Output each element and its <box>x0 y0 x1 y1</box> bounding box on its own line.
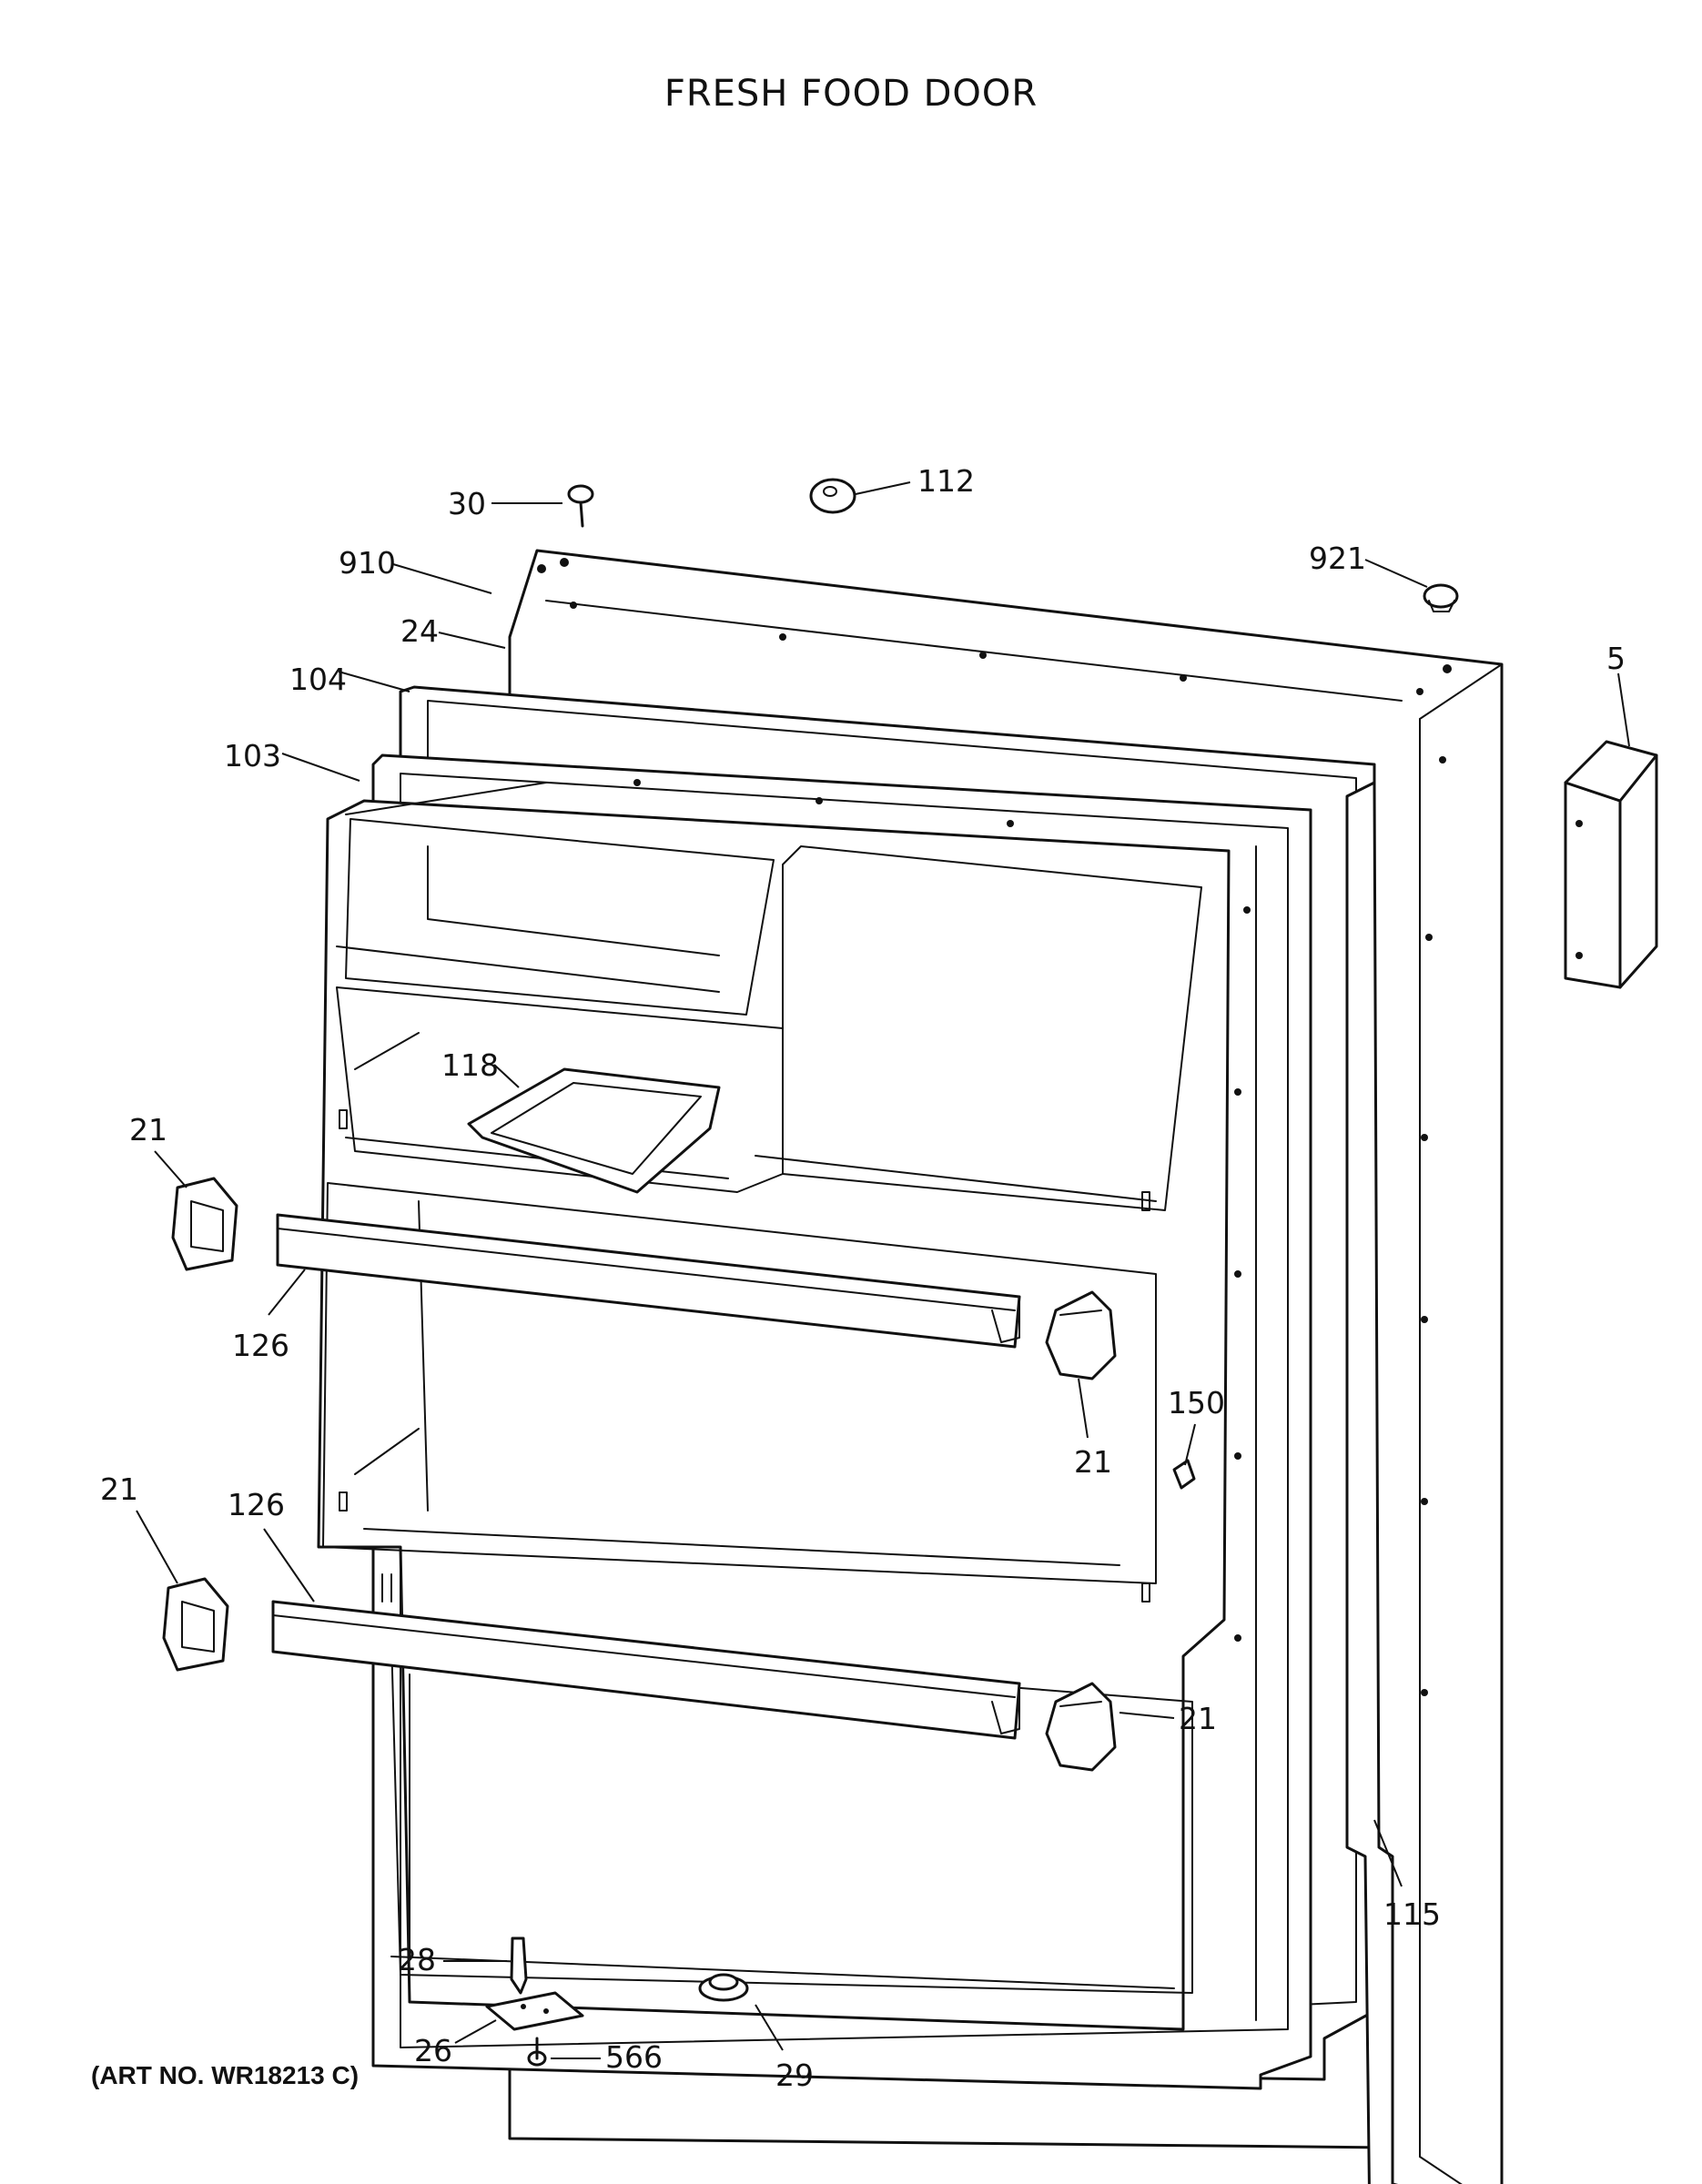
callout-103: 103 <box>224 738 281 774</box>
callout-28: 28 <box>398 1942 436 1977</box>
callout-30: 30 <box>448 486 486 521</box>
plug-112 <box>809 478 856 514</box>
door-liner <box>317 782 1231 2031</box>
rail-end-cap-lower-right <box>1045 1682 1117 1772</box>
rail-end-cap-lower-left <box>162 1577 229 1672</box>
callout-910: 910 <box>339 545 396 581</box>
callout-118: 118 <box>441 1047 499 1083</box>
callout-labels: 30 112 910 921 24 5 104 103 118 21 126 2… <box>100 463 1626 2093</box>
callout-126-upper: 126 <box>232 1328 289 1363</box>
pin-28 <box>510 1936 528 1995</box>
callout-104: 104 <box>289 662 347 697</box>
screw-30 <box>567 484 594 528</box>
art-number: (ART NO. WR18213 C) <box>91 2061 360 2089</box>
callout-21-upper-right: 21 <box>1074 1444 1112 1480</box>
plug-921 <box>1423 583 1459 612</box>
callout-5: 5 <box>1606 641 1626 676</box>
screw-150 <box>1172 1459 1196 1490</box>
callout-24: 24 <box>400 613 439 649</box>
upper-door-rail <box>276 1213 1021 1349</box>
plate-26 <box>485 1991 584 2031</box>
callout-115: 115 <box>1383 1896 1441 1932</box>
rail-end-cap-upper-right <box>1045 1290 1117 1380</box>
diagram-title: FRESH FOOD DOOR <box>664 73 1038 115</box>
callout-29: 29 <box>775 2058 814 2093</box>
callout-21-lower-left: 21 <box>100 1471 138 1507</box>
hinge-bracket <box>1564 740 1658 989</box>
leader-lines <box>136 481 1630 2059</box>
callout-566: 566 <box>605 2039 663 2075</box>
callout-126-lower: 126 <box>228 1487 285 1522</box>
callout-112: 112 <box>917 463 975 499</box>
rail-end-cap-upper-left <box>171 1177 238 1271</box>
egg-tray <box>467 1067 721 1194</box>
lower-door-rail <box>271 1600 1021 1740</box>
callout-26: 26 <box>414 2033 452 2068</box>
callout-21-upper-left: 21 <box>129 1112 167 1148</box>
door-edge-strip <box>1345 781 1394 2184</box>
grommet-29 <box>698 1973 749 2002</box>
callout-150: 150 <box>1168 1385 1225 1421</box>
callout-21-lower-right: 21 <box>1179 1701 1217 1736</box>
callout-921: 921 <box>1309 541 1366 576</box>
screw-566 <box>527 2037 547 2067</box>
